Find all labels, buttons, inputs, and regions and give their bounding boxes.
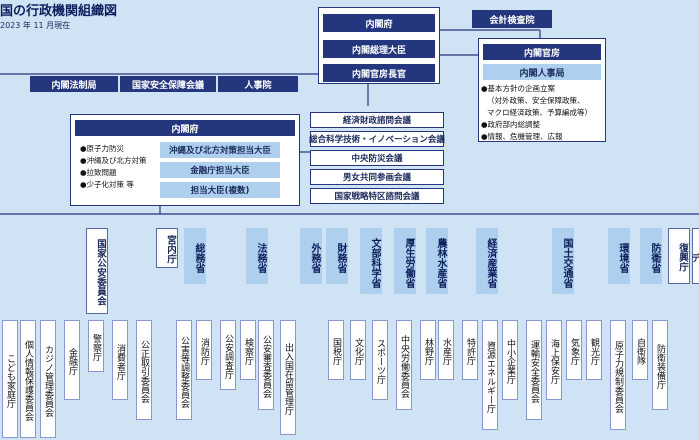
sub-agency: 水産庁 [438, 320, 454, 380]
minister-special: 担当大臣(複数) [160, 182, 280, 198]
sub-agency: 中央労働委員会 [396, 320, 412, 410]
sub-agency: 中小企業庁 [502, 320, 518, 400]
ministry-mofa: 外務省 [300, 228, 322, 284]
ministry-mhlw: 厚生労働省 [394, 228, 416, 294]
sub-agency: 公安調査庁 [220, 320, 236, 390]
cabinet-box: 内閣府 [323, 14, 435, 32]
cabinet-office-items: ●原子力防災 ●沖縄及び北方対策 ●拉致問題 ●少子化対策 等 [80, 143, 147, 191]
agency-children: こども家庭庁 [2, 320, 18, 438]
agency-digital: デ [689, 228, 699, 284]
sub-agency: 自衛隊 [632, 320, 648, 380]
sub-agency: 出入国在留管理庁 [280, 320, 296, 435]
ministry-mext: 文部科学省 [360, 228, 382, 294]
sub-agency: 文化庁 [350, 320, 366, 380]
office-item: ●拉致問題 [80, 168, 117, 177]
duty-item: マクロ経済政策、予算編成等） [487, 108, 592, 117]
ministry-mof: 財務省 [326, 228, 348, 284]
sub-agency: 特許庁 [462, 320, 478, 380]
agency-privacy: 個人情報保護委員会 [20, 320, 36, 438]
duty-item: （対外政策、安全保障政策、 [487, 96, 585, 105]
ministry-mlit: 国土交通省 [552, 228, 574, 294]
chart-title: 国の行政機関組織図 [0, 4, 118, 19]
council-item: 中央防災会議 [310, 150, 444, 166]
agency-imperial: 宮内庁 [156, 228, 178, 268]
audit-board-box: 会計検査院 [472, 10, 552, 28]
ministry-env: 環境省 [608, 228, 630, 284]
sub-agency: 林野庁 [420, 320, 436, 380]
council-item: 男女共同参画会議 [310, 169, 444, 185]
council-item: 経済財政諮問会議 [310, 112, 444, 128]
agency-fair-trade: 公正取引委員会 [136, 320, 152, 420]
security-council: 国家安全保障会議 [120, 76, 216, 92]
sub-agency: 気象庁 [566, 320, 582, 380]
agency-reconstruction: 復興庁 [668, 228, 690, 284]
personnel-bureau: 内閣人事局 [483, 64, 601, 80]
ministry-moj: 法務省 [246, 228, 268, 284]
sub-agency: スポーツ庁 [372, 320, 388, 400]
office-item: ●少子化対策 等 [80, 180, 134, 189]
ministry-mod: 防衛省 [640, 228, 662, 284]
minister-okinawa: 沖縄及び北方対策担当大臣 [160, 142, 280, 158]
sub-agency: 観光庁 [586, 320, 602, 380]
cabinet-office-title: 内閣府 [75, 120, 295, 136]
personnel-authority: 人事院 [218, 76, 298, 92]
sub-agency: 検察庁 [240, 320, 256, 380]
sub-agency: 国税庁 [328, 320, 344, 380]
agency-npsc: 国家公安委員会 [86, 228, 108, 314]
office-item: ●沖縄及び北方対策 [80, 156, 147, 165]
sub-agency: 海上保安庁 [546, 320, 562, 400]
sub-agency: 警察庁 [88, 320, 104, 372]
council-item: 総合科学技術・イノベーション会議 [309, 131, 445, 147]
cabinet-secretariat-panel: 内閣官房 内閣人事局 ●基本方針の企画立案 （対外政策、安全保障政策、 マクロ経… [478, 38, 606, 142]
ministry-mic: 総務省 [184, 228, 206, 284]
secretariat-duties: ●基本方針の企画立案 （対外政策、安全保障政策、 マクロ経済政策、予算編成等） … [481, 83, 592, 143]
agency-casino: カジノ管理委員会 [40, 320, 56, 438]
office-item: ●原子力防災 [80, 144, 125, 153]
chief-secretary-box: 内閣官房長官 [323, 64, 435, 82]
ministry-meti: 経済産業省 [476, 228, 498, 294]
agency-consumer: 消費者庁 [112, 320, 128, 400]
sub-agency: 公安審査委員会 [258, 320, 274, 410]
legislation-bureau: 内閣法制局 [30, 76, 118, 92]
sub-agency: 防衛装備庁 [652, 320, 668, 410]
duty-item: ●情報、危機管理、広報 [481, 132, 563, 141]
sub-agency: 運輸安全委員会 [526, 320, 542, 420]
chart-date: 2023 年 11 月現在 [0, 21, 71, 30]
pm-box: 内閣総理大臣 [323, 40, 435, 58]
agency-fsa: 金融庁 [64, 320, 80, 400]
ministry-maff: 農林水産省 [426, 228, 448, 294]
cabinet-secretariat-title: 内閣官房 [483, 44, 601, 60]
minister-financial: 金融庁担当大臣 [160, 162, 280, 178]
sub-agency: 消防庁 [196, 320, 212, 380]
sub-agency: 公害等調整委員会 [176, 320, 192, 420]
duty-item: ●政府部内総調整 [481, 120, 541, 129]
duty-item: ●基本方針の企画立案 [481, 84, 556, 93]
council-item: 国家戦略特区諮問会議 [310, 188, 444, 204]
sub-agency: 原子力規制委員会 [610, 320, 626, 430]
sub-agency: 資源エネルギー庁 [482, 320, 498, 430]
